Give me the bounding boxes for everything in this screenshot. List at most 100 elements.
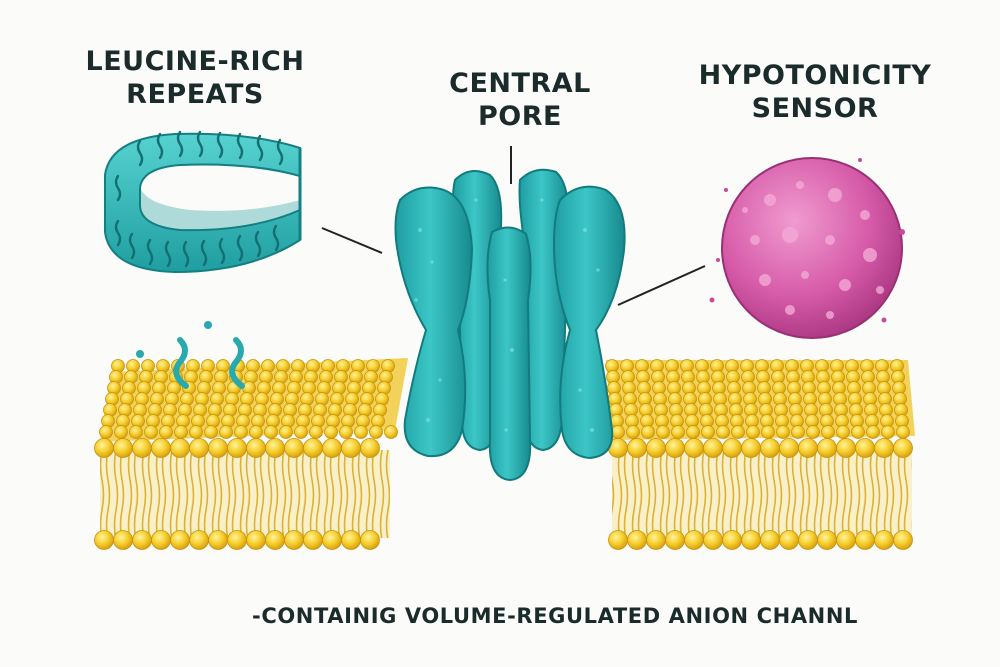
- lipid-head: [817, 438, 837, 458]
- leader-line-lrr: [321, 227, 383, 254]
- lipid-head: [354, 425, 368, 439]
- lipid-head: [113, 438, 133, 458]
- lipid-head: [627, 438, 647, 458]
- lipid-head: [760, 438, 780, 458]
- ion-squiggles: [173, 337, 245, 389]
- lipid-head: [671, 425, 685, 439]
- hypotonicity-sensor-sphere: [709, 157, 905, 339]
- lipid-head: [227, 438, 247, 458]
- lipid-head: [204, 425, 218, 439]
- lipid-head: [151, 438, 171, 458]
- lipid-head: [741, 438, 761, 458]
- lipid-head: [716, 425, 730, 439]
- lipid-head: [114, 425, 128, 439]
- lipid-head: [684, 530, 704, 550]
- lipid-head: [626, 425, 640, 439]
- lipid-head: [322, 530, 342, 550]
- lipid-head: [94, 438, 114, 458]
- lipid-head: [684, 438, 704, 458]
- lipid-head: [360, 530, 380, 550]
- lipid-head: [798, 530, 818, 550]
- lipid-head: [339, 425, 353, 439]
- lipid-head: [893, 530, 913, 550]
- lipid-head: [665, 530, 685, 550]
- lipid-head: [641, 425, 655, 439]
- lipid-head: [817, 530, 837, 550]
- label-line: REPEATS: [126, 78, 264, 110]
- lipid-head: [341, 530, 361, 550]
- lipid-head: [646, 530, 666, 550]
- lipid-head: [144, 425, 158, 439]
- lipid-head: [608, 530, 628, 550]
- lipid-head: [836, 425, 850, 439]
- lipid-head: [611, 425, 625, 439]
- lipid-head: [836, 438, 856, 458]
- lipid-head: [129, 425, 143, 439]
- lipid-head: [113, 530, 133, 550]
- lipid-head: [234, 425, 248, 439]
- label-line: SENSOR: [751, 92, 879, 124]
- lipid-head: [722, 438, 742, 458]
- label-line: CENTRAL: [449, 68, 591, 99]
- lipid-head: [821, 425, 835, 439]
- lipid-head: [874, 530, 894, 550]
- lipid-head: [646, 438, 666, 458]
- lipid-head: [170, 530, 190, 550]
- lipid-head: [265, 530, 285, 550]
- label-line: LEUCINE-RICH: [85, 46, 305, 77]
- lipid-head: [686, 425, 700, 439]
- lipid-head: [881, 425, 895, 439]
- lipid-head: [731, 425, 745, 439]
- lipid-head: [896, 425, 910, 439]
- lipid-head: [208, 530, 228, 550]
- lipid-head: [303, 438, 323, 458]
- lipid-head: [798, 438, 818, 458]
- central-pore-label: CENTRAL PORE: [400, 68, 640, 134]
- lipid-head: [776, 425, 790, 439]
- lipid-head: [94, 530, 114, 550]
- lipid-head: [369, 425, 383, 439]
- ion-dot: [136, 350, 144, 358]
- lipid-head: [761, 425, 775, 439]
- lipid-head: [627, 530, 647, 550]
- lipid-head: [246, 530, 266, 550]
- lipid-head: [284, 530, 304, 550]
- lipid-head: [806, 425, 820, 439]
- lipid-head: [324, 425, 338, 439]
- lipid-head: [384, 425, 398, 439]
- lipid-head: [746, 425, 760, 439]
- lipid-head: [656, 425, 670, 439]
- lipid-bilayer-left: [94, 358, 408, 550]
- ion-dot: [204, 321, 212, 329]
- leucine-rich-repeats-label: LEUCINE-RICH REPEATS: [70, 46, 320, 112]
- hypotonicity-sensor-label: HYPOTONICITY SENSOR: [690, 60, 940, 126]
- lipid-head: [174, 425, 188, 439]
- lipid-head: [855, 438, 875, 458]
- lipid-head: [265, 438, 285, 458]
- lipid-head: [341, 438, 361, 458]
- lipid-bilayer-right: [605, 359, 915, 550]
- lipid-head: [264, 425, 278, 439]
- lipid-head: [703, 530, 723, 550]
- lipid-head: [741, 530, 761, 550]
- lipid-head: [303, 530, 323, 550]
- lipid-head: [159, 425, 173, 439]
- lipid-head: [189, 438, 209, 458]
- lipid-head: [284, 438, 304, 458]
- lipid-head: [227, 530, 247, 550]
- lipid-head: [99, 425, 113, 439]
- lipid-head: [132, 530, 152, 550]
- lipid-head: [219, 425, 233, 439]
- lipid-head: [132, 438, 152, 458]
- lipid-head: [866, 425, 880, 439]
- lipid-head: [760, 530, 780, 550]
- lipid-head: [701, 425, 715, 439]
- lipid-head: [855, 530, 875, 550]
- channel-protein: [394, 168, 626, 482]
- lipid-head: [703, 438, 723, 458]
- lipid-head: [360, 438, 380, 458]
- lipid-head: [189, 425, 203, 439]
- lipid-head: [208, 438, 228, 458]
- label-line: HYPOTONICITY: [698, 60, 932, 91]
